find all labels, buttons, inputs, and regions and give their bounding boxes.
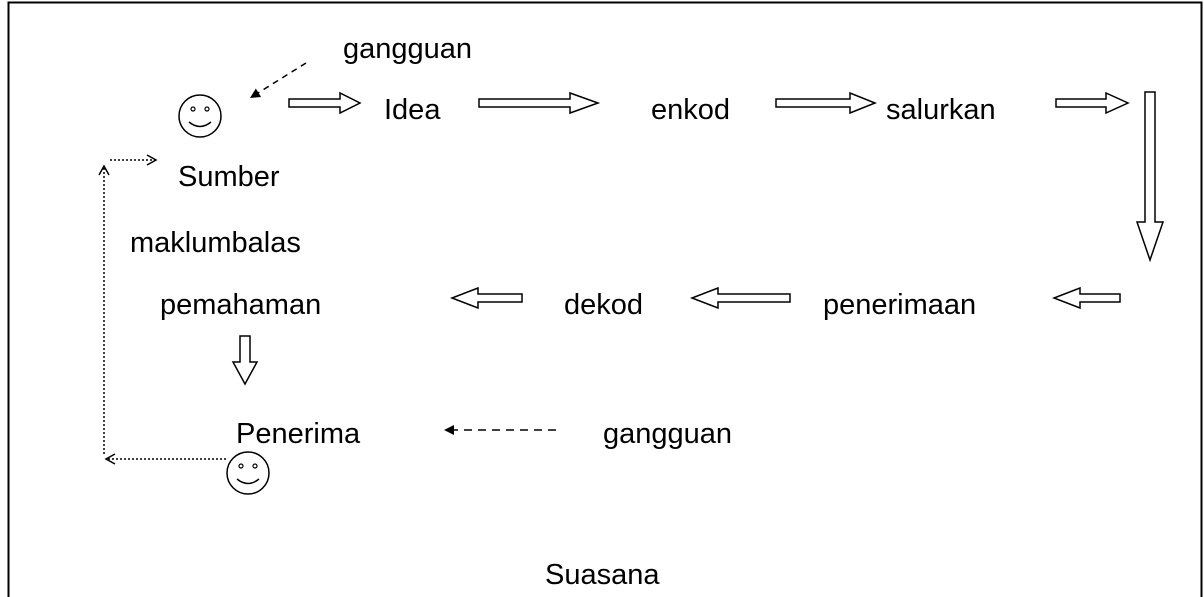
smiley-face-icon — [226, 451, 270, 495]
hollow-arrow-to-reception — [1051, 286, 1121, 310]
hollow-arrow-source-to-idea — [288, 91, 362, 115]
reception-label: penerimaan — [823, 289, 977, 321]
decode-label: dekod — [564, 289, 644, 321]
channel-label: salurkan — [886, 94, 996, 126]
noise-label-bottom: gangguan — [603, 418, 733, 450]
hollow-arrow-down-right — [1135, 91, 1165, 263]
idea-label: Idea — [384, 94, 441, 126]
encode-label: enkod — [651, 94, 731, 126]
noise-label-top: gangguan — [343, 33, 473, 65]
hollow-arrow-decode-to-understanding — [449, 286, 523, 310]
receiver-label: Penerima — [236, 418, 361, 450]
hollow-arrow-reception-to-decode — [689, 286, 791, 310]
diagram-frame — [7, 1, 1203, 597]
source-label: Sumber — [178, 161, 280, 193]
context-label: Suasana — [545, 559, 660, 591]
smiley-face-icon — [178, 94, 222, 138]
hollow-arrow-understanding-to-receiver — [231, 335, 259, 386]
hollow-arrow-encode-to-channel — [775, 91, 878, 115]
hollow-arrow-idea-to-encode — [478, 91, 601, 115]
understanding-label: pemahaman — [160, 289, 322, 321]
hollow-arrow-channel-to-down — [1055, 91, 1130, 115]
noise-arrow-top — [249, 62, 307, 99]
feedback-label: maklumbalas — [130, 227, 301, 259]
